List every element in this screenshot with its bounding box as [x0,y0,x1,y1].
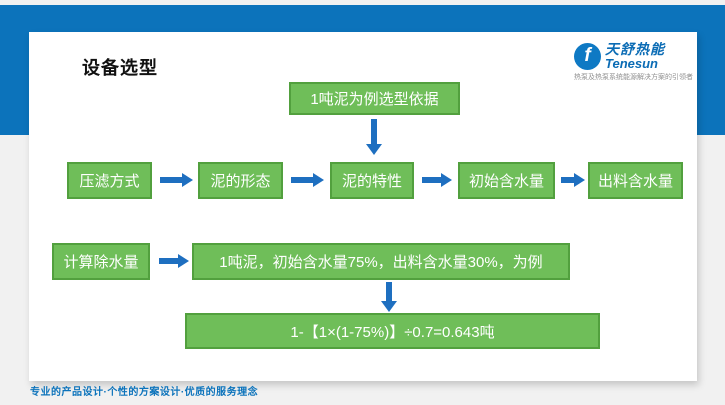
arrow-right-icon [291,173,324,187]
arrow-shaft [159,258,178,264]
arrow-right-icon [160,173,193,187]
flow-box-formula: 1-【1×(1-75%)】÷0.7=0.643吨 [185,313,600,349]
flow-box-calc-dewater: 计算除水量 [52,243,150,280]
logo-monogram: f [584,45,591,67]
arrow-shaft [422,177,441,183]
tenesun-logo-icon: f [574,42,601,70]
footer-slogan: 专业的产品设计·个性的方案设计·优质的服务理念 [30,387,259,398]
slide-content-card: 设备选型 f 天舒热能 Tenesun 热泵及热泵系统能源解决方案的引领者 1吨… [29,32,697,381]
arrow-head [178,254,189,268]
flow-box-mud-form: 泥的形态 [198,162,283,199]
arrow-right-icon [561,173,585,187]
logo-name-chinese: 天舒热能 [605,41,665,57]
arrow-head [366,144,382,155]
arrow-head [381,301,397,312]
flow-box-mud-characteristics: 泥的特性 [330,162,414,199]
arrow-head [574,173,585,187]
arrow-head [441,173,452,187]
flow-box-filter-method: 压滤方式 [67,162,152,199]
arrow-shaft [291,177,313,183]
arrow-shaft [160,177,182,183]
logo-names: 天舒热能 Tenesun [605,42,665,70]
logo: f 天舒热能 Tenesun 热泵及热泵系统能源解决方案的引领者 [574,42,724,82]
arrow-down-icon [366,119,382,155]
logo-tagline: 热泵及热泵系统能源解决方案的引领者 [574,74,693,82]
flow-box-selection-basis: 1吨泥为例选型依据 [289,82,460,115]
logo-lockup: f 天舒热能 Tenesun [574,42,724,70]
flow-box-initial-moisture: 初始含水量 [458,162,555,199]
logo-name-latin: Tenesun [605,55,658,71]
arrow-shaft [371,119,377,144]
arrow-right-icon [422,173,452,187]
arrow-head [313,173,324,187]
page-title: 设备选型 [82,58,158,78]
arrow-shaft [561,177,574,183]
flow-box-example: 1吨泥，初始含水量75%，出料含水量30%，为例 [192,243,570,280]
flow-box-output-moisture: 出料含水量 [588,162,683,199]
arrow-down-icon [381,282,397,312]
arrow-head [182,173,193,187]
arrow-right-icon [159,254,189,268]
arrow-shaft [386,282,392,301]
